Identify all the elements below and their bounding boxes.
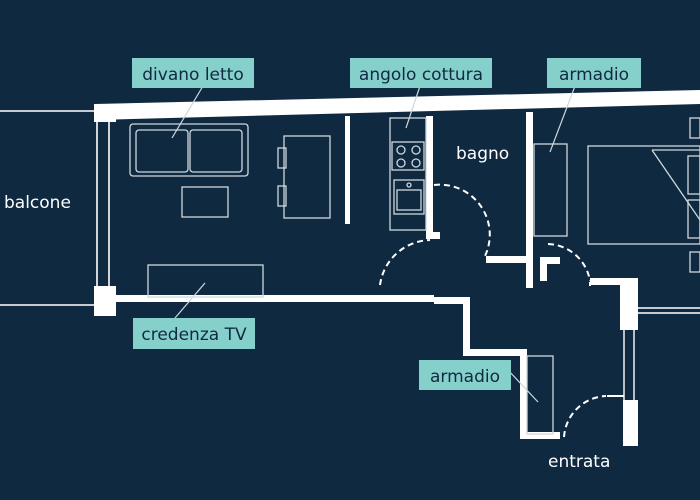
dining-table bbox=[277, 135, 331, 219]
walls bbox=[94, 90, 700, 446]
furniture bbox=[129, 117, 700, 435]
entry-door-swing bbox=[563, 395, 607, 438]
bathroom-door-swing bbox=[433, 183, 491, 259]
tv-sideboard-furniture bbox=[147, 264, 264, 298]
bed-furniture bbox=[587, 117, 700, 273]
callout-wardrobe-entry-label: armadio bbox=[430, 367, 500, 387]
callout-sofa-bed: divano letto bbox=[132, 58, 254, 88]
callout-kitchenette-label: angolo cottura bbox=[359, 65, 483, 85]
entry-wardrobe bbox=[526, 355, 554, 435]
callout-wardrobe-entry: armadio bbox=[419, 360, 511, 390]
room-label-entrance: entrata bbox=[548, 452, 610, 472]
entry-window bbox=[623, 307, 700, 402]
room-label-bathroom: bagno bbox=[456, 144, 509, 164]
balcony-outline bbox=[0, 110, 110, 306]
kitchenette-furniture bbox=[389, 117, 427, 231]
room-label-balcony: balcone bbox=[4, 193, 71, 213]
callout-kitchenette: angolo cottura bbox=[350, 58, 492, 88]
bathroom-wardrobe bbox=[533, 143, 568, 237]
callout-tv-sideboard-label: credenza TV bbox=[141, 325, 247, 345]
callout-wardrobe-top-label: armadio bbox=[559, 65, 629, 85]
door-swings bbox=[379, 183, 607, 438]
leader-lines bbox=[171, 85, 576, 403]
sofa-bed-furniture bbox=[129, 123, 249, 177]
callout-sofa-bed-label: divano letto bbox=[142, 65, 244, 85]
door-leaves bbox=[589, 282, 624, 397]
callout-tv-sideboard: credenza TV bbox=[133, 318, 255, 349]
coffee-table bbox=[181, 186, 229, 218]
bedroom-door-swing bbox=[547, 243, 591, 282]
kitchen-door-swing bbox=[379, 239, 431, 286]
callout-wardrobe-top: armadio bbox=[547, 58, 641, 88]
